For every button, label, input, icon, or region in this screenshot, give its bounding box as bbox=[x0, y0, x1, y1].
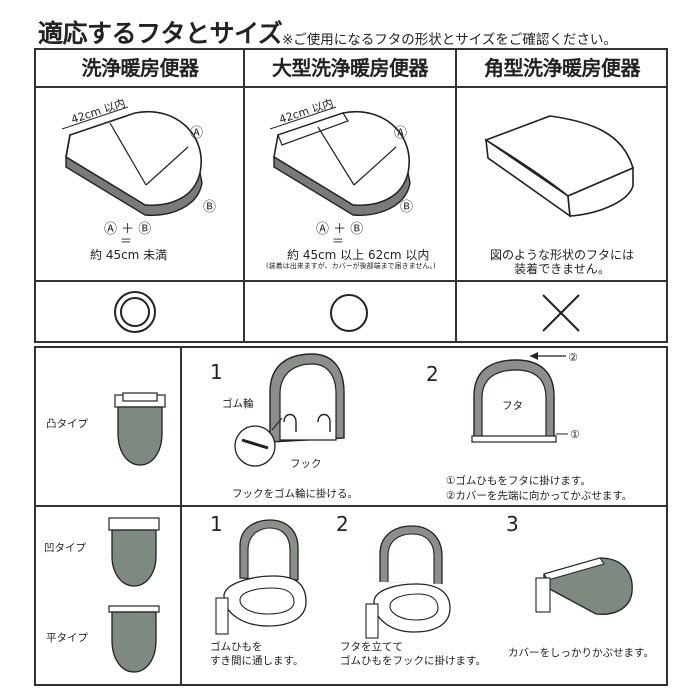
concave-lid-icon bbox=[108, 517, 160, 587]
install-table bbox=[34, 346, 668, 686]
compatible-icon bbox=[114, 291, 156, 333]
concave-step2-illustration bbox=[365, 525, 451, 639]
type-label-flat: 平タイプ bbox=[46, 632, 88, 644]
formula: Ⓐ ＋ Ⓑ bbox=[316, 222, 364, 237]
convex-lid-icon bbox=[114, 392, 166, 466]
col-heading-standard: 洗浄暖房便器 bbox=[81, 56, 200, 80]
mark-b: Ⓑ bbox=[203, 200, 217, 215]
step-number: 2 bbox=[336, 512, 349, 536]
concave-step1-illustration bbox=[215, 519, 307, 635]
mark-b: Ⓑ bbox=[400, 200, 414, 215]
step1-caption: フックをゴム輪に掛ける。 bbox=[232, 488, 358, 500]
standard-lid-illustration bbox=[61, 106, 203, 216]
square-lid-illustration bbox=[484, 115, 634, 218]
equals-sign: ＝ bbox=[332, 234, 345, 248]
convex-step2-illustration bbox=[471, 352, 568, 443]
step2-caption-2: ②カバーを先端に向かってかぶせます。 bbox=[446, 490, 633, 502]
incompatible-icon bbox=[542, 294, 580, 332]
formula: Ⓐ ＋ Ⓑ bbox=[104, 222, 152, 237]
size-table bbox=[34, 48, 668, 343]
square-note: 図のような形状のフタには 装着できません。 bbox=[489, 248, 634, 276]
lid-label: フタ bbox=[502, 400, 523, 412]
rubber-ring-label: ゴム輪 bbox=[222, 398, 254, 410]
mark-a: Ⓐ bbox=[394, 126, 408, 141]
large-lid-illustration bbox=[269, 106, 411, 216]
concave-step3-illustration bbox=[535, 557, 633, 616]
header-note: ※ご使用になるフタの形状とサイズをご確認ください。 bbox=[282, 32, 617, 48]
arrow-label-1: ① bbox=[570, 428, 580, 441]
size-result: 約 45cm 未満 bbox=[90, 248, 168, 262]
compatible-icon bbox=[330, 294, 368, 332]
hook-label: フック bbox=[290, 458, 322, 470]
step2-caption-1: ①ゴムひもをフタに掛けます。 bbox=[446, 475, 591, 487]
step1-caption: ゴムひもを すき間に通します。 bbox=[210, 641, 304, 667]
type-label-concave: 凹タイプ bbox=[44, 542, 86, 554]
arrow-label-2: ② bbox=[568, 351, 578, 364]
step-number: 2 bbox=[426, 362, 439, 386]
step2-caption: フタを立てて ゴムひもをフックに掛けます。 bbox=[340, 641, 486, 667]
mark-a: Ⓐ bbox=[190, 126, 204, 141]
equals-sign: ＝ bbox=[120, 234, 133, 248]
flat-lid-icon bbox=[108, 605, 160, 673]
col-heading-large: 大型洗浄暖房便器 bbox=[272, 56, 429, 80]
page-title: 適応するフタとサイズ bbox=[38, 19, 283, 48]
step-number: 1 bbox=[210, 512, 223, 536]
size-subnote: (装着は出来ますが、カバーが後部端まで届きません。) bbox=[266, 262, 436, 270]
convex-step1-illustration bbox=[234, 353, 345, 467]
step-number: 3 bbox=[506, 512, 519, 536]
step3-caption: カバーをしっかりかぶせます。 bbox=[508, 647, 654, 659]
step-number: 1 bbox=[210, 360, 223, 384]
col-heading-square: 角型洗浄暖房便器 bbox=[484, 56, 641, 80]
type-label-convex: 凸タイプ bbox=[46, 418, 88, 430]
size-result: 約 45cm 以上 62cm 以内 bbox=[287, 248, 430, 262]
